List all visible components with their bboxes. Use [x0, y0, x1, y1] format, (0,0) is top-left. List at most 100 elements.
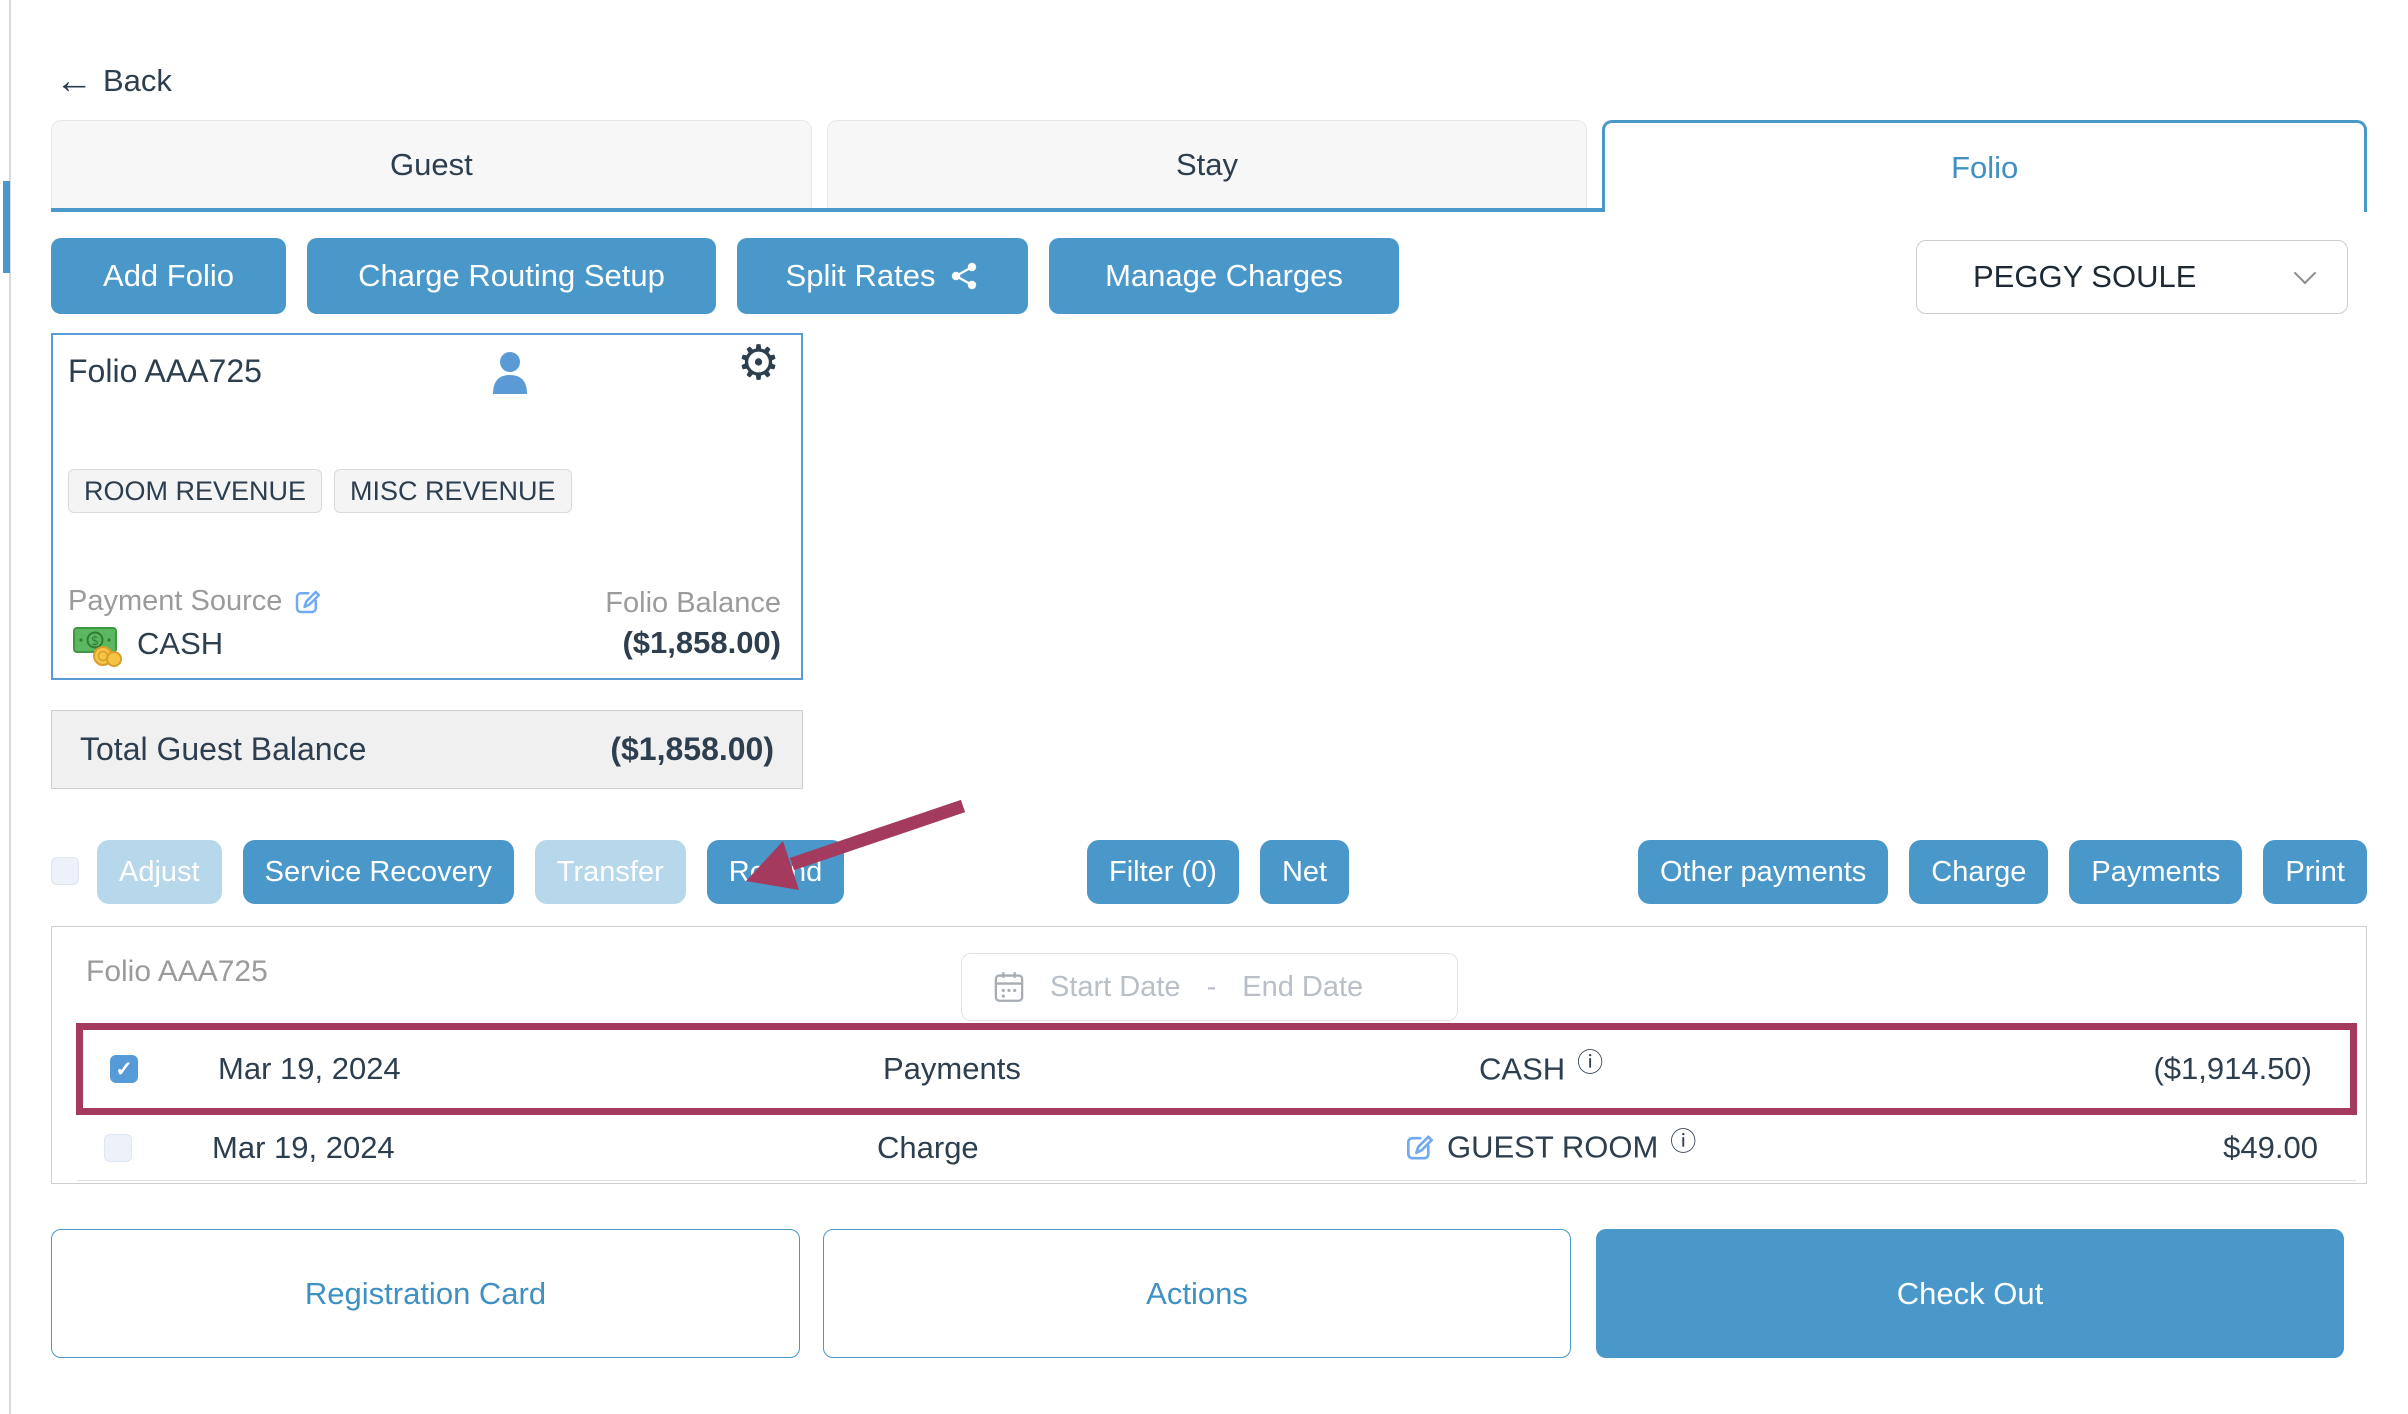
print-label: Print — [2285, 855, 2345, 888]
net-button[interactable]: Net — [1259, 840, 1350, 904]
payment-source-row: Payment Source — [68, 585, 322, 618]
split-rates-label: Split Rates — [785, 258, 936, 293]
payment-source-label: Payment Source — [68, 585, 283, 617]
ledger-folio-title: Folio AAA725 — [86, 955, 268, 988]
tab-guest[interactable]: Guest — [51, 120, 812, 208]
adjust-button[interactable]: Adjust — [97, 840, 222, 904]
net-label: Net — [1281, 855, 1328, 888]
back-arrow-icon: ← — [55, 60, 93, 102]
charge-routing-setup-button[interactable]: Charge Routing Setup — [307, 238, 716, 314]
tab-guest-label: Guest — [389, 146, 473, 182]
total-guest-balance-value: ($1,858.00) — [610, 731, 774, 767]
folio-tags: ROOM REVENUE MISC REVENUE — [68, 469, 572, 513]
calendar-icon — [994, 972, 1024, 1002]
left-divider — [9, 0, 11, 1414]
actions-label: Actions — [1146, 1275, 1248, 1311]
tab-bar: Guest Stay Folio — [51, 120, 2368, 212]
share-icon — [952, 262, 977, 290]
check-out-button[interactable]: Check Out — [1596, 1229, 2344, 1358]
tab-stay[interactable]: Stay — [826, 120, 1588, 208]
row-date: Mar 19, 2024 — [218, 1051, 401, 1086]
print-button[interactable]: Print — [2263, 840, 2367, 904]
row-description: GUEST ROOM ⓘ — [1403, 1127, 1696, 1166]
folio-card: Folio AAA725 ⚙ ROOM REVENUE MISC REVENUE… — [51, 333, 803, 680]
total-guest-balance-bar: Total Guest Balance ($1,858.00) — [51, 710, 803, 789]
left-scroll-indicator[interactable] — [3, 181, 10, 273]
manage-charges-label: Manage Charges — [1105, 258, 1343, 293]
chevron-down-icon — [2293, 261, 2317, 285]
tag-room-revenue-label: ROOM REVENUE — [84, 475, 307, 506]
row-type: Charge — [877, 1129, 979, 1165]
folio-balance-label: Folio Balance — [605, 587, 781, 619]
edit-icon[interactable] — [292, 587, 322, 617]
service-recovery-label: Service Recovery — [264, 855, 492, 888]
cash-icon: $ — [73, 627, 122, 667]
tab-underline — [51, 208, 1605, 212]
charge-label: Charge — [1931, 855, 2027, 888]
back-label: Back — [103, 63, 172, 98]
ledger-actions-right: Other payments Charge Payments Print — [1637, 840, 2367, 904]
refund-label: Refund — [728, 855, 823, 888]
registration-card-label: Registration Card — [304, 1275, 547, 1311]
adjust-label: Adjust — [119, 855, 200, 888]
actions-button[interactable]: Actions — [823, 1229, 1571, 1358]
tab-folio-label: Folio — [1951, 149, 2019, 185]
tag-room-revenue: ROOM REVENUE — [68, 469, 323, 513]
back-button[interactable]: ← Back — [55, 62, 172, 100]
tag-misc-revenue-label: MISC REVENUE — [350, 475, 556, 506]
refund-button[interactable]: Refund — [706, 840, 845, 904]
other-payments-label: Other payments — [1659, 855, 1867, 888]
select-all-checkbox[interactable] — [51, 857, 79, 885]
row-description: CASH ⓘ — [1479, 1049, 1603, 1088]
registration-card-button[interactable]: Registration Card — [51, 1229, 800, 1358]
table-row-charge[interactable]: Mar 19, 2024 Charge GUEST ROOM ⓘ $49.00 — [77, 1115, 2356, 1181]
row-description-text: CASH — [1479, 1051, 1566, 1086]
date-separator: - — [1206, 970, 1217, 1003]
row-amount: $49.00 — [2223, 1129, 2318, 1165]
table-row-payment-highlighted[interactable]: ✓ Mar 19, 2024 Payments CASH ⓘ ($1,914.5… — [76, 1023, 2357, 1115]
ledger-panel: Folio AAA725 Start Date - End Date ✓ Mar… — [51, 926, 2367, 1184]
payments-label: Payments — [2091, 855, 2221, 888]
tab-stay-label: Stay — [1175, 146, 1239, 182]
folio-balance-value: ($1,858.00) — [622, 625, 781, 660]
row-description-text: GUEST ROOM — [1447, 1129, 1659, 1165]
gear-icon[interactable]: ⚙ — [737, 335, 781, 391]
end-date-placeholder[interactable]: End Date — [1242, 970, 1364, 1003]
folio-card-title: Folio AAA725 — [68, 353, 262, 389]
row-checkbox[interactable] — [104, 1133, 132, 1162]
charge-button[interactable]: Charge — [1909, 840, 2049, 904]
check-icon: ✓ — [115, 1057, 133, 1081]
tag-misc-revenue: MISC REVENUE — [334, 469, 572, 513]
edit-icon[interactable] — [1403, 1132, 1435, 1164]
add-folio-label: Add Folio — [103, 258, 234, 293]
guest-selector-value: PEGGY SOULE — [1973, 259, 2197, 294]
row-type: Payments — [883, 1051, 1021, 1086]
total-guest-balance-label: Total Guest Balance — [80, 731, 367, 767]
info-icon[interactable]: ⓘ — [1577, 1048, 1604, 1079]
service-recovery-button[interactable]: Service Recovery — [242, 840, 514, 904]
transfer-label: Transfer — [556, 855, 664, 888]
tab-folio[interactable]: Folio — [1602, 120, 2368, 212]
row-checkbox-checked[interactable]: ✓ — [110, 1055, 138, 1083]
filter-button[interactable]: Filter (0) — [1087, 840, 1239, 904]
ledger-actions-middle: Filter (0) Net — [1087, 840, 1350, 904]
charge-routing-label: Charge Routing Setup — [358, 258, 665, 293]
payments-button[interactable]: Payments — [2069, 840, 2243, 904]
start-date-placeholder[interactable]: Start Date — [1050, 970, 1181, 1003]
check-out-label: Check Out — [1896, 1275, 2044, 1311]
guest-selector[interactable]: PEGGY SOULE — [1916, 240, 2348, 314]
filter-label: Filter (0) — [1109, 855, 1217, 888]
person-icon — [489, 350, 531, 401]
date-range-input[interactable]: Start Date - End Date — [961, 953, 1458, 1021]
folio-toolbar: Add Folio Charge Routing Setup Split Rat… — [51, 238, 1399, 314]
svg-text:$: $ — [91, 634, 99, 649]
row-date: Mar 19, 2024 — [212, 1129, 395, 1165]
split-rates-button[interactable]: Split Rates — [737, 238, 1028, 314]
add-folio-button[interactable]: Add Folio — [51, 238, 286, 314]
info-icon[interactable]: ⓘ — [1670, 1127, 1697, 1157]
ledger-actions-left: Adjust Service Recovery Transfer Refund — [97, 840, 845, 904]
manage-charges-button[interactable]: Manage Charges — [1049, 238, 1399, 314]
other-payments-button[interactable]: Other payments — [1637, 840, 1889, 904]
transfer-button[interactable]: Transfer — [534, 840, 686, 904]
